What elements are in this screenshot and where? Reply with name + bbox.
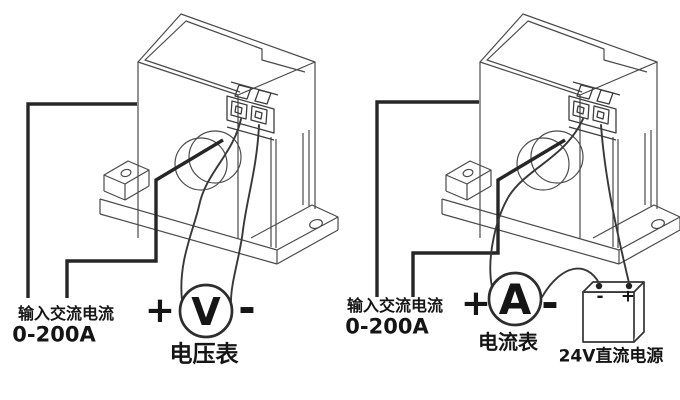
battery-minus-label: - (596, 286, 604, 307)
ammeter-name-label: 电流表 (478, 330, 538, 354)
battery-positive-terminal (625, 282, 633, 290)
ct-body-drawing (441, 13, 680, 265)
ct-body-drawing (99, 13, 339, 265)
ammeter-icon (487, 271, 543, 327)
battery-plus-label: + (620, 286, 636, 307)
right-current-transformer (375, 13, 680, 343)
left-current-transformer (26, 13, 339, 339)
left-input-current-label: 输入交流电流 (17, 304, 115, 323)
right-input-range-label: 0-200A (345, 314, 429, 339)
left-input-range-label: 0-200A (12, 322, 96, 347)
left-meter-wires (180, 118, 260, 302)
battery-name-label: 24V直流电源 (558, 346, 664, 367)
ammeter-symbol-letter: A (498, 275, 532, 324)
right-minus-sign: - (541, 278, 559, 327)
right-primary-conductor (375, 100, 566, 297)
left-plus-sign: + (144, 290, 176, 331)
voltmeter-name-label: 电压表 (169, 341, 239, 368)
right-meter-wires (489, 118, 630, 298)
right-input-current-label: 输入交流电流 (346, 296, 444, 315)
voltmeter-symbol-letter: V (191, 290, 221, 334)
left-minus-sign: - (238, 283, 256, 332)
voltmeter-icon (178, 283, 234, 339)
battery-icon (582, 281, 645, 343)
right-plus-sign: + (460, 283, 492, 324)
left-primary-conductor (26, 102, 224, 298)
battery-negative-terminal (595, 282, 603, 290)
